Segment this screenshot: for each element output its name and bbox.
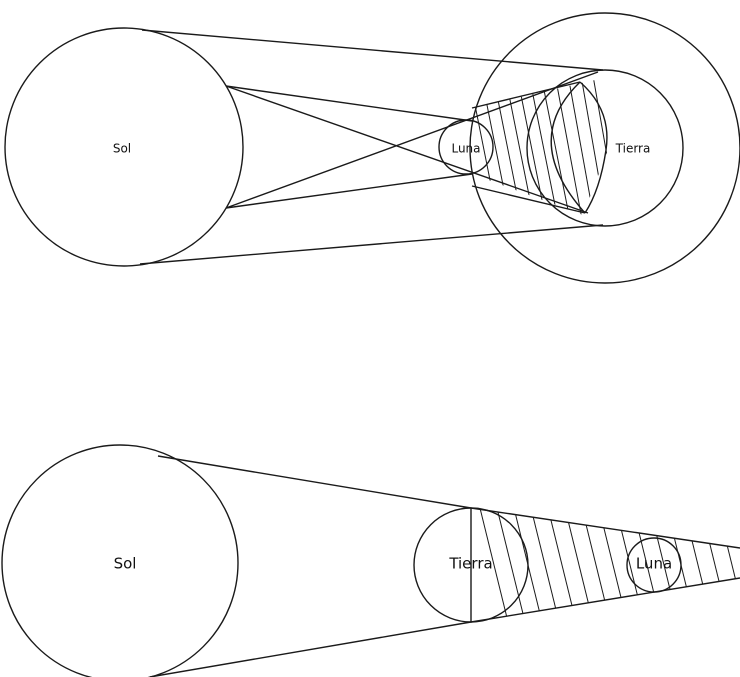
moon-tangent-ray-2 [225, 173, 473, 209]
earth-circle-top [526, 69, 684, 227]
earth-label-bottom: Tierra [448, 555, 492, 573]
solar-eclipse-diagram: Sol Luna Tierra [4, 12, 740, 284]
sun-circle-top [4, 27, 244, 267]
moon-tangent-ray-1 [225, 85, 473, 122]
moon-label-bottom: Luna [636, 555, 672, 573]
shadow-edge-top [471, 81, 581, 109]
shadow-inner-curve [550, 81, 586, 214]
earth-orbit-circle [469, 12, 740, 284]
cross-ray-1 [225, 85, 589, 214]
shadow-edge-bottom-bottom [470, 577, 740, 623]
shadow-hatch-top [472, 80, 608, 215]
sun-label-bottom: Sol [114, 555, 137, 573]
cross-ray-2 [225, 71, 599, 209]
shadow-edge-top-bottom [470, 507, 740, 549]
shadow-edge-bottom [471, 185, 586, 214]
outer-ray-top [141, 29, 604, 71]
outer-ray-bottom-bottom [149, 621, 472, 677]
lunar-eclipse-diagram: Sol Tierra Luna [1, 444, 740, 677]
sun-circle-bottom [1, 444, 239, 677]
shadow-hatch-bottom [477, 508, 740, 622]
moon-label-top: Luna [451, 142, 480, 156]
earth-label-top: Tierra [615, 142, 651, 156]
outer-ray-bottom [139, 224, 604, 265]
sun-label-top: Sol [113, 142, 131, 156]
outer-ray-bottom-top [157, 455, 472, 509]
